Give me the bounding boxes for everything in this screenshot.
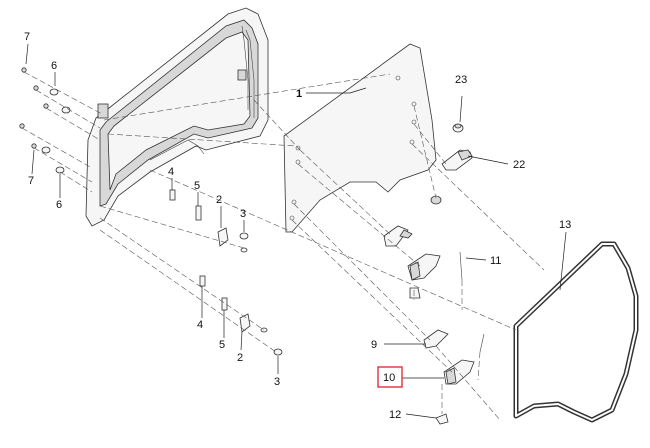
callout-12[interactable]: 12 bbox=[389, 409, 401, 421]
hinge-bracket-lower bbox=[423, 329, 449, 349]
pin-11 bbox=[459, 251, 485, 353]
callout-22[interactable]: 22 bbox=[513, 159, 525, 171]
callout-labels: 1 2 2 3 3 4 4 5 5 6 6 7 7 9 10 11 12 13 … bbox=[24, 31, 571, 421]
callout-4-lower[interactable]: 4 bbox=[197, 319, 203, 331]
door-frame bbox=[85, 7, 269, 227]
nut-7-lower bbox=[19, 123, 37, 149]
callout-2-upper[interactable]: 2 bbox=[216, 194, 222, 206]
callout-9[interactable]: 9 bbox=[371, 339, 377, 351]
callout-23[interactable]: 23 bbox=[455, 74, 467, 86]
callout-5-upper[interactable]: 5 bbox=[194, 180, 200, 192]
handle bbox=[441, 149, 473, 171]
screw-3-lower bbox=[260, 327, 283, 356]
washer-6-lower bbox=[41, 146, 65, 174]
callout-10[interactable]: 10 bbox=[383, 372, 395, 384]
shim-5-lower bbox=[221, 297, 228, 311]
door-glass-panel bbox=[283, 43, 437, 233]
clip-2-upper bbox=[217, 227, 229, 247]
callout-7-lower[interactable]: 7 bbox=[28, 175, 34, 187]
callout-13[interactable]: 13 bbox=[559, 219, 571, 231]
callout-7-upper[interactable]: 7 bbox=[24, 31, 30, 43]
hinge-upper bbox=[407, 253, 441, 299]
shim-5-upper bbox=[195, 205, 202, 221]
callout-3-upper[interactable]: 3 bbox=[240, 208, 246, 220]
bracket-4-lower bbox=[199, 275, 206, 287]
callout-3-lower[interactable]: 3 bbox=[274, 376, 280, 388]
callout-11[interactable]: 11 bbox=[490, 255, 501, 267]
callout-5-lower[interactable]: 5 bbox=[219, 339, 225, 351]
highlight-box bbox=[377, 366, 403, 388]
hinge-bracket-upper bbox=[383, 225, 413, 247]
bracket-4-upper bbox=[169, 189, 176, 201]
nut-7-upper bbox=[21, 67, 49, 109]
callout-6-lower[interactable]: 6 bbox=[56, 199, 62, 211]
leader-lines bbox=[25, 43, 567, 419]
screw-3-upper bbox=[239, 232, 249, 253]
cap-12 bbox=[435, 413, 449, 425]
callout-1[interactable]: 1 bbox=[296, 88, 302, 100]
grommet-upper bbox=[430, 195, 442, 205]
hinge-lower bbox=[443, 359, 475, 385]
callout-2-lower[interactable]: 2 bbox=[237, 352, 243, 364]
callout-6-upper[interactable]: 6 bbox=[51, 60, 57, 72]
clip-2-lower bbox=[239, 313, 251, 333]
callout-4-upper[interactable]: 4 bbox=[168, 166, 174, 178]
washer-6-upper bbox=[49, 88, 71, 114]
door-seal bbox=[513, 241, 639, 423]
assembly-lines bbox=[21, 71, 545, 421]
nut-23 bbox=[452, 123, 464, 133]
